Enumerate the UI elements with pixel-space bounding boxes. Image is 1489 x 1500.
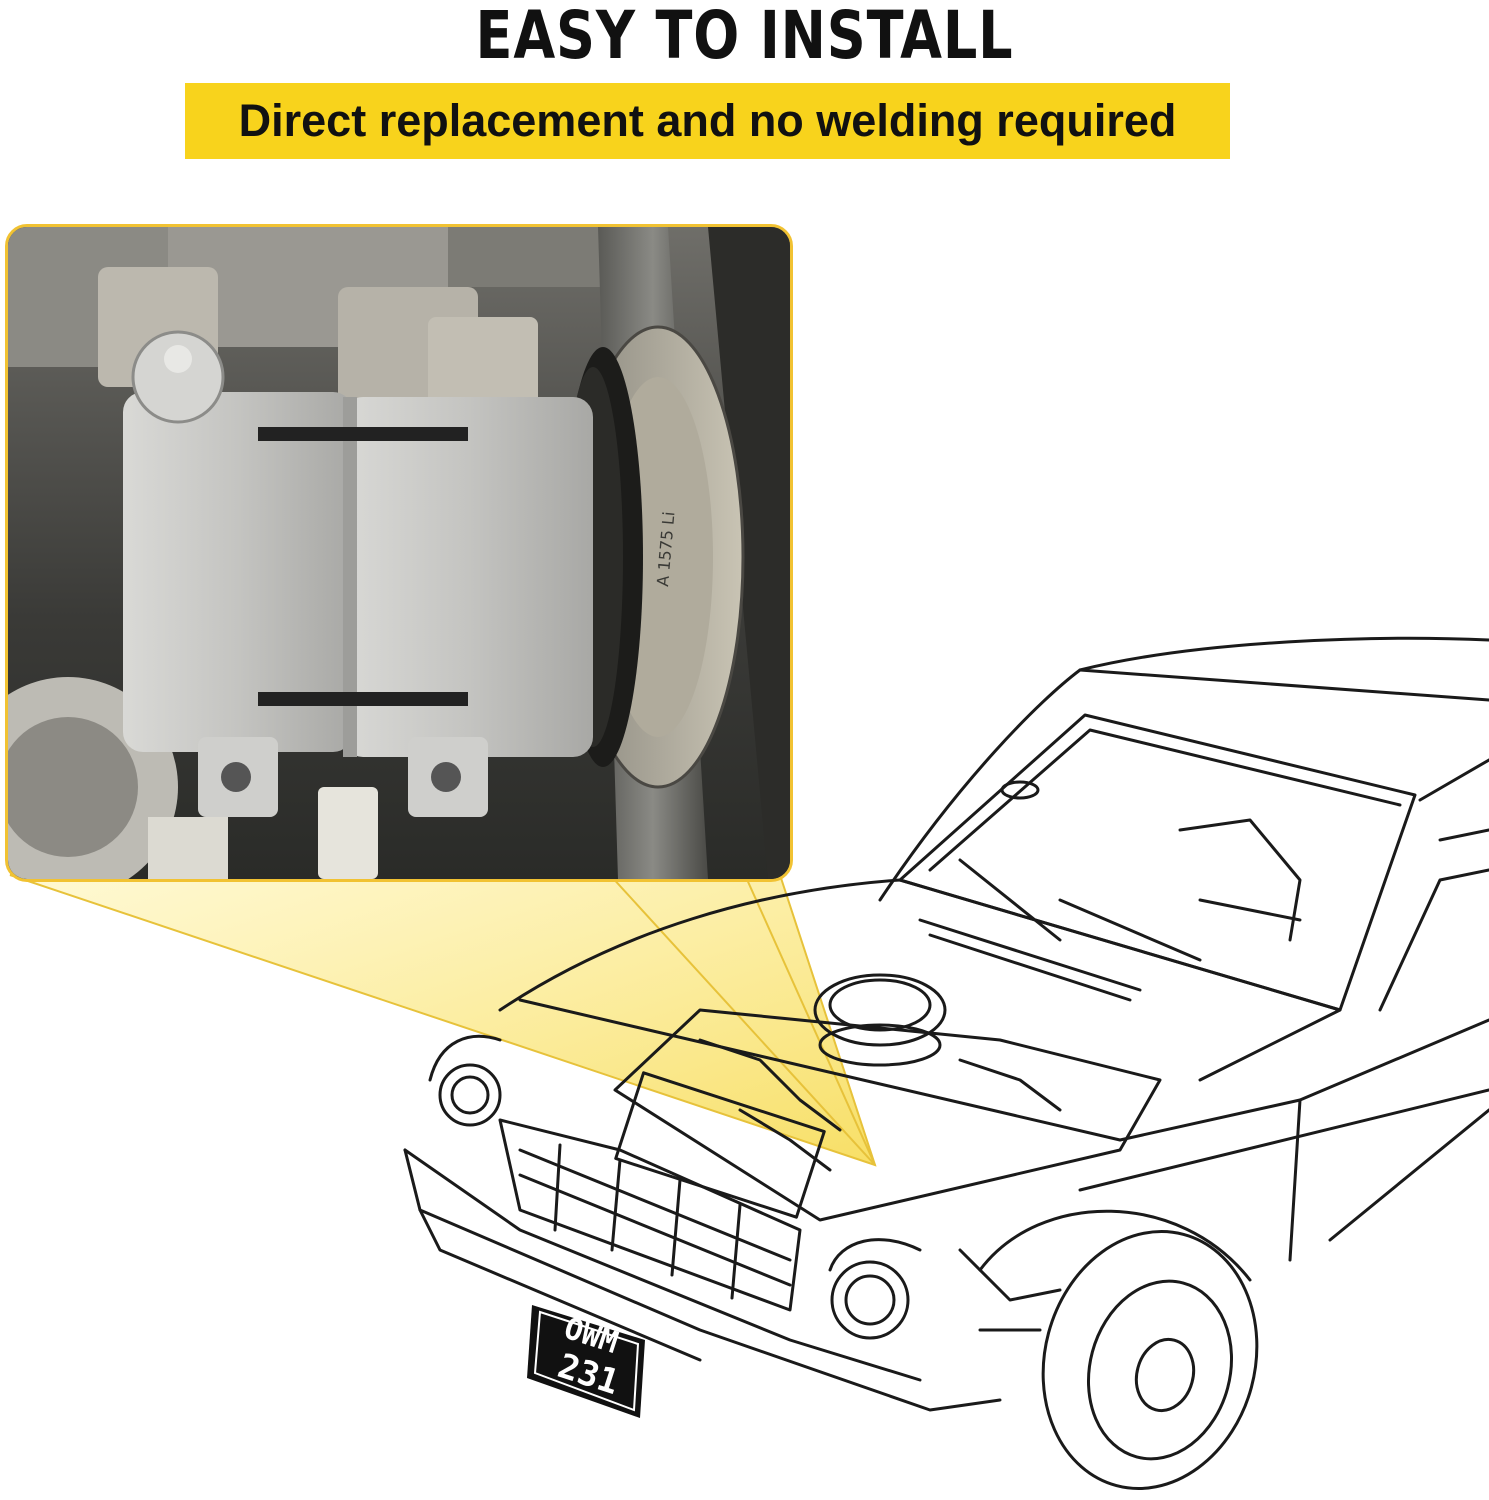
windshield <box>898 713 1417 1012</box>
body-side <box>1118 1018 1489 1142</box>
compressor-photo-inset: A 1575 Li <box>5 224 793 882</box>
air-cleaner <box>813 973 947 1047</box>
engine-bay <box>613 1008 1162 1222</box>
front-wheel <box>1041 1230 1259 1490</box>
license-plate: OWM 231 <box>527 1305 645 1418</box>
subtitle-text: Direct replacement and no welding requir… <box>238 95 1177 146</box>
grille <box>498 1118 802 1312</box>
right-headlight <box>830 1260 910 1340</box>
hood <box>498 878 1342 1082</box>
page-title: EASY TO INSTALL <box>475 0 1014 74</box>
car-roof <box>878 636 1489 902</box>
left-headlight <box>438 1063 502 1127</box>
front-bumper <box>403 1148 1002 1412</box>
compressor-photo: A 1575 Li <box>8 227 790 879</box>
subtitle-banner: Direct replacement and no welding requir… <box>185 83 1230 159</box>
callout-wedge <box>9 874 877 1167</box>
